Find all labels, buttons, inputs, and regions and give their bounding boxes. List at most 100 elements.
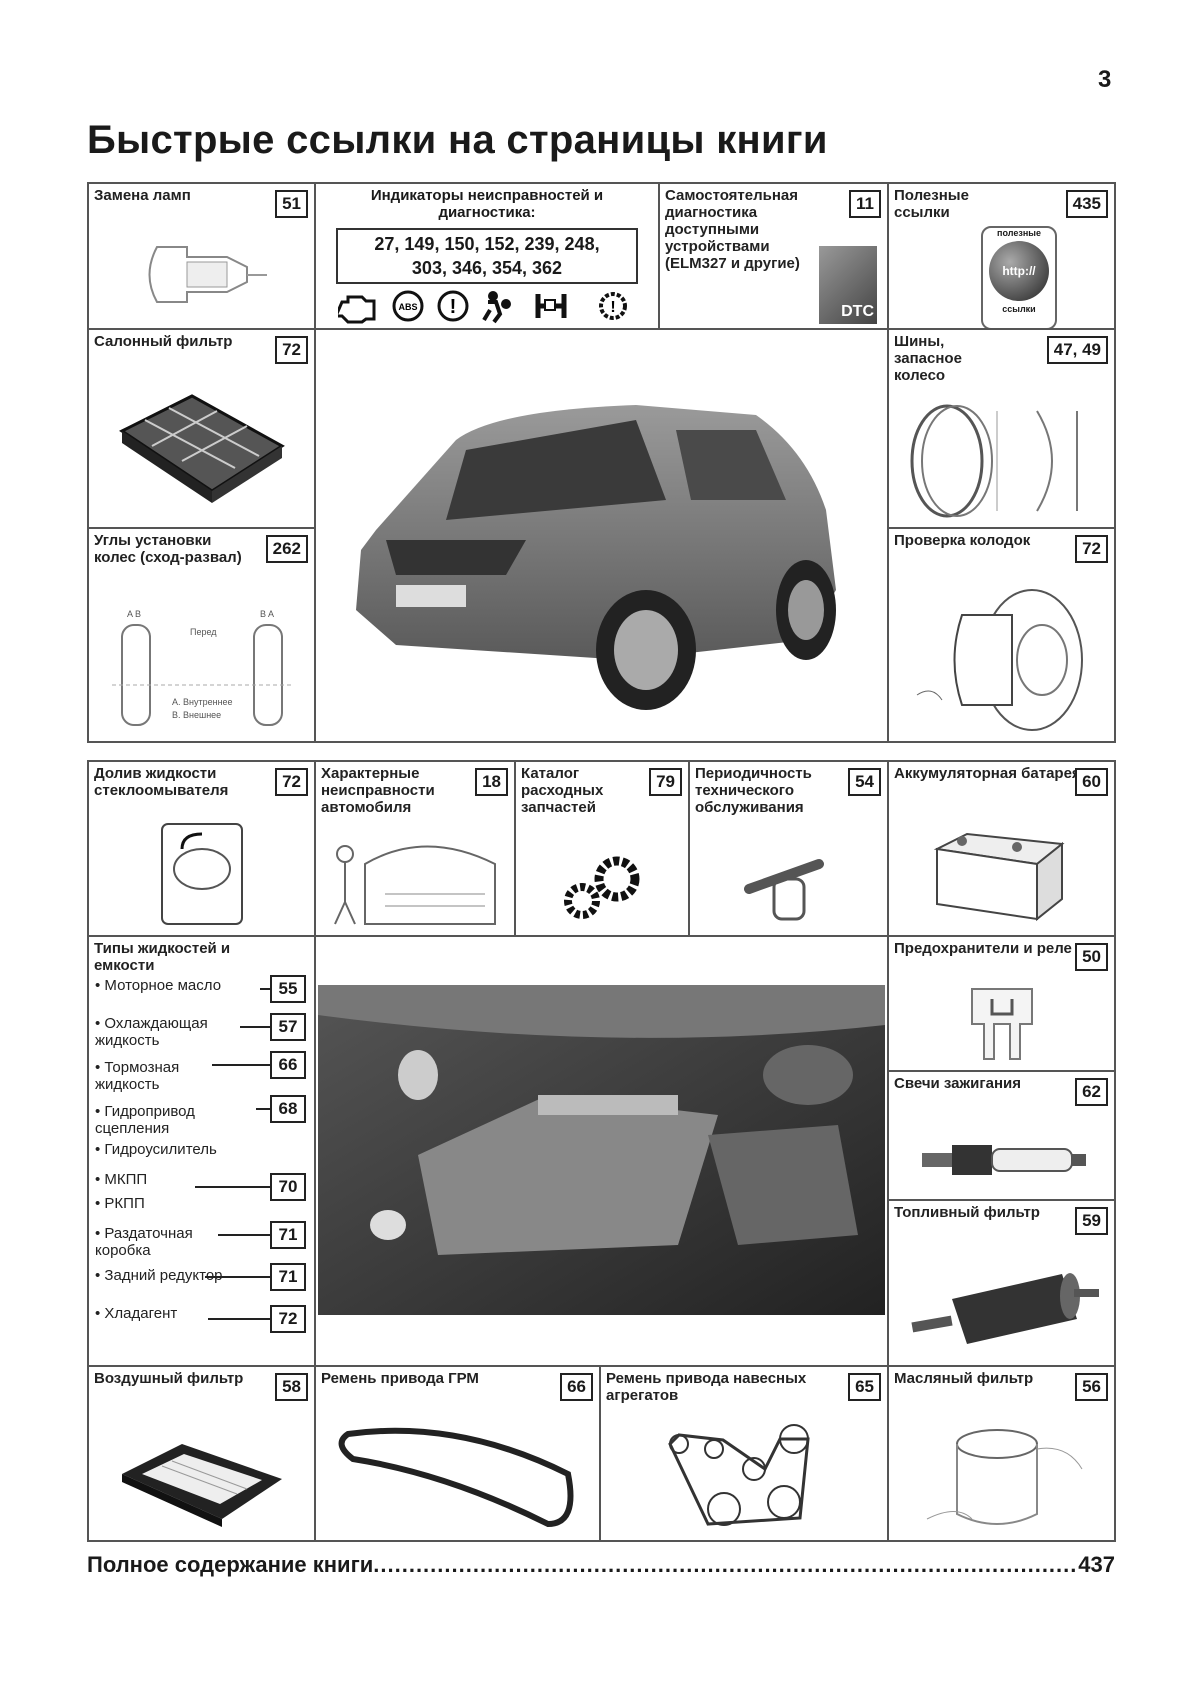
fluid-item: • МКПП: [95, 1171, 148, 1188]
cell-spark-plugs[interactable]: Свечи зажигания 62: [887, 1070, 1116, 1201]
fluid-item: • Моторное масло: [95, 977, 222, 994]
page-ref[interactable]: 66: [270, 1051, 306, 1079]
cell-typical-faults[interactable]: Характерные неисправности автомобиля 18: [314, 760, 516, 937]
page-ref[interactable]: 71: [270, 1263, 306, 1291]
full-contents-link[interactable]: Полное содержание книги ................…: [87, 1552, 1115, 1578]
figure-label: Перед: [190, 627, 217, 637]
page-ref[interactable]: 11: [849, 190, 881, 218]
page-ref[interactable]: 79: [649, 768, 682, 796]
page-ref[interactable]: 51: [275, 190, 308, 218]
page-ref[interactable]: 54: [848, 768, 881, 796]
page-ref[interactable]: 72: [275, 336, 308, 364]
leader-line: [205, 1276, 270, 1278]
page-ref[interactable]: 56: [1075, 1373, 1108, 1401]
links-logo: полезные http:// ссылки: [981, 226, 1057, 330]
cell-label: Индикаторы неисправностей и диагностика:: [370, 187, 604, 221]
cell-label: Предохранители и реле: [894, 940, 1072, 957]
cell-battery[interactable]: Аккумуляторная батарея 60: [887, 760, 1116, 937]
logo-text: полезные: [997, 228, 1041, 238]
page-ref[interactable]: 72: [1075, 535, 1108, 563]
oil-filter-illustration: [926, 1429, 1082, 1525]
cell-air-filter[interactable]: Воздушный фильтр 58: [87, 1365, 316, 1542]
tire-diagram: [910, 404, 1078, 518]
cell-washer-fluid[interactable]: Долив жидкости стеклоомывателя 72: [87, 760, 316, 937]
accessory-belt-diagram: [668, 1424, 810, 1526]
cell-label: Долив жидкости стеклоомывателя: [94, 765, 229, 799]
cell-fuses[interactable]: Предохранители и реле 50: [887, 935, 1116, 1072]
engine-photo: [318, 985, 885, 1315]
wrench-hand-icon: [743, 859, 824, 921]
fluid-item: • Охлаждающая жидкость: [95, 1015, 208, 1049]
cell-wheel-alignment[interactable]: Углы установки колес (сход-развал) 262 A…: [87, 527, 316, 743]
cell-label: Полезные ссылки: [894, 187, 969, 221]
headlight-bulb-illustration: [148, 246, 267, 303]
cell-brake-pads[interactable]: Проверка колодок 72: [887, 527, 1116, 743]
battery-illustration: [933, 832, 1065, 922]
cell-accessory-belt[interactable]: Ремень привода навесных агрегатов 65: [599, 1365, 889, 1542]
page-title: Быстрые ссылки на страницы книги: [87, 118, 828, 162]
page-ref[interactable]: 66: [560, 1373, 593, 1401]
page-ref[interactable]: 435: [1065, 190, 1108, 218]
page-number: 3: [1098, 66, 1112, 93]
page-ref[interactable]: 65: [848, 1373, 881, 1401]
fuse-illustration: [970, 988, 1033, 1060]
page-ref[interactable]: 70: [270, 1173, 306, 1201]
pages-line: 303, 346, 354, 362: [411, 258, 563, 278]
page-ref[interactable]: 62: [1075, 1078, 1108, 1106]
cell-timing-belt[interactable]: Ремень привода ГРМ 66: [314, 1365, 601, 1542]
leader-line: [212, 1064, 270, 1066]
cell-label: Проверка колодок: [894, 532, 1031, 549]
page-ref[interactable]: 59: [1075, 1207, 1108, 1235]
warning-icons: ABS ! !: [338, 290, 627, 324]
fluid-item: • РКПП: [95, 1195, 145, 1212]
cell-self-diagnostics[interactable]: Самостоятельная диагностика доступными у…: [658, 182, 889, 330]
page-ref[interactable]: 47, 49: [1046, 336, 1108, 364]
cell-indicators[interactable]: Индикаторы неисправностей и диагностика:…: [314, 182, 660, 330]
page-ref[interactable]: 18: [475, 768, 508, 796]
leader-line: [256, 1108, 270, 1110]
cell-useful-links[interactable]: Полезные ссылки 435 полезные http:// ссы…: [887, 182, 1116, 330]
cell-cabin-filter[interactable]: Салонный фильтр 72: [87, 328, 316, 529]
footer-page: 437: [1078, 1552, 1115, 1577]
cell-label: Замена ламп: [94, 187, 191, 204]
cell-fluids: Типы жидкостей и емкости • Моторное масл…: [87, 935, 316, 1367]
leader-line: [195, 1186, 270, 1188]
transmission-warning-icon: !: [599, 292, 627, 320]
cell-parts-catalog[interactable]: Каталог расходных запчастей 79: [514, 760, 690, 937]
fluid-item: • Тормозная жидкость: [95, 1059, 180, 1093]
cell-label: Свечи зажигания: [894, 1075, 1022, 1092]
cell-fuel-filter[interactable]: Топливный фильтр 59: [887, 1199, 1116, 1367]
fluid-item: • Задний редуктор: [95, 1267, 223, 1284]
page-ref[interactable]: 68: [270, 1095, 306, 1123]
fuel-filter-illustration: [910, 1273, 1099, 1344]
cell-lamps[interactable]: Замена ламп 51: [87, 182, 316, 330]
page-ref[interactable]: 72: [275, 768, 308, 796]
cell-label: Салонный фильтр: [94, 333, 233, 350]
mechanic-illustration: [334, 845, 496, 925]
page-ref[interactable]: 60: [1075, 768, 1108, 796]
dtc-logo: DTC: [819, 246, 877, 324]
cell-label: Ремень привода ГРМ: [321, 1370, 479, 1387]
diagnostic-pages[interactable]: 27, 149, 150, 152, 239, 248,303, 346, 35…: [336, 228, 638, 284]
leader-line: [240, 1026, 270, 1028]
page-ref[interactable]: 72: [270, 1305, 306, 1333]
page-ref[interactable]: 57: [270, 1013, 306, 1041]
page-ref[interactable]: 58: [275, 1373, 308, 1401]
cell-oil-filter[interactable]: Масляный фильтр 56: [887, 1365, 1116, 1542]
cell-maintenance-schedule[interactable]: Периодичность технического обслуживания …: [688, 760, 889, 937]
page-ref[interactable]: 71: [270, 1221, 306, 1249]
page-ref[interactable]: 55: [270, 975, 306, 1003]
cell-label: Каталог расходных запчастей: [521, 765, 604, 816]
page-ref[interactable]: 50: [1075, 943, 1108, 971]
cell-tires[interactable]: Шины, запасное колесо 47, 49: [887, 328, 1116, 529]
fluid-item: • Гидроусилитель: [95, 1141, 217, 1158]
page-ref[interactable]: 262: [265, 535, 308, 563]
car-photo: [356, 405, 836, 710]
svg-text:ABS: ABS: [398, 302, 417, 312]
logo-text: ссылки: [1002, 304, 1036, 314]
figure-label: А. Внутреннее: [172, 697, 233, 707]
timing-belt-illustration: [338, 1427, 573, 1528]
cell-label: Масляный фильтр: [894, 1370, 1034, 1387]
fluid-item: • Гидропривод сцепления: [95, 1103, 195, 1137]
